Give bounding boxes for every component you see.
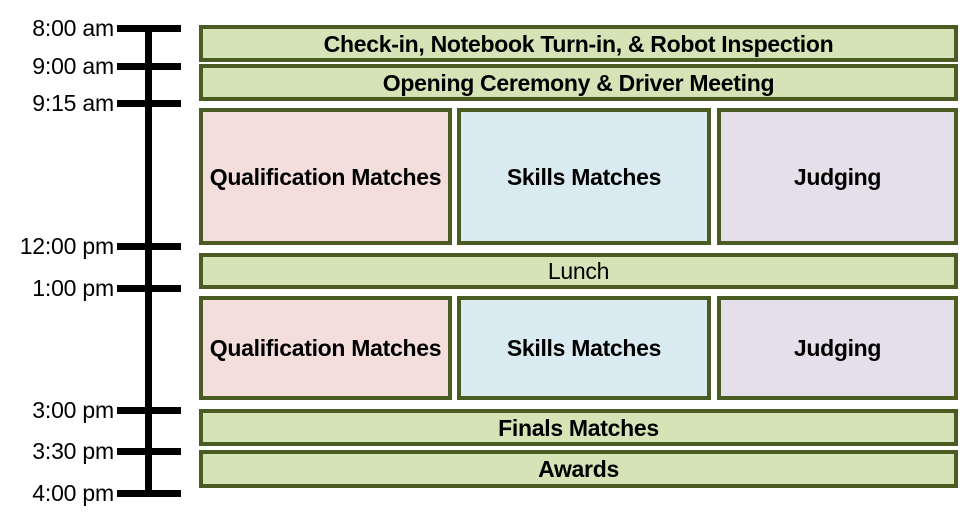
tick-mark-0900am: [117, 63, 181, 70]
time-label-0900am: 9:00 am: [32, 53, 114, 79]
schedule-block-judging-morning-label: Judging: [793, 163, 882, 190]
schedule-block-finals-matches[interactable]: Finals Matches: [199, 409, 958, 446]
tick-mark-0330pm: [117, 448, 181, 455]
schedule-block-checkin[interactable]: Check-in, Notebook Turn-in, & Robot Insp…: [199, 25, 958, 62]
schedule-block-qualification-matches-morning-label: Qualification Matches: [209, 163, 442, 190]
tick-mark-0400pm: [117, 490, 181, 497]
schedule-block-awards[interactable]: Awards: [199, 450, 958, 488]
tick-mark-0300pm: [117, 407, 181, 414]
schedule-block-judging-morning[interactable]: Judging: [717, 108, 958, 245]
timeline-axis-spine: [145, 25, 152, 491]
tick-mark-0800am: [117, 25, 181, 32]
time-label-0100pm: 1:00 pm: [32, 275, 114, 301]
tick-mark-0915am: [117, 100, 181, 107]
time-label-0915am: 9:15 am: [32, 90, 114, 116]
schedule-block-checkin-label: Check-in, Notebook Turn-in, & Robot Insp…: [323, 30, 834, 57]
schedule-block-opening-ceremony-label: Opening Ceremony & Driver Meeting: [382, 69, 775, 96]
schedule-block-judging-afternoon-label: Judging: [793, 335, 882, 361]
schedule-block-skills-matches-morning-label: Skills Matches: [506, 163, 662, 190]
schedule-block-qualification-matches-afternoon-label: Qualification Matches: [209, 335, 442, 361]
schedule-block-judging-afternoon[interactable]: Judging: [717, 296, 958, 400]
schedule-block-finals-matches-label: Finals Matches: [498, 414, 659, 441]
schedule-block-qualification-matches-afternoon[interactable]: Qualification Matches: [199, 296, 452, 400]
tick-mark-1200pm: [117, 243, 181, 250]
time-label-0330pm: 3:30 pm: [32, 438, 114, 464]
schedule-block-lunch[interactable]: Lunch: [199, 253, 958, 289]
schedule-block-qualification-matches-morning[interactable]: Qualification Matches: [199, 108, 452, 245]
schedule-block-opening-ceremony[interactable]: Opening Ceremony & Driver Meeting: [199, 64, 958, 101]
time-label-0800am: 8:00 am: [32, 15, 114, 41]
schedule-block-awards-label: Awards: [538, 456, 619, 482]
tick-mark-0100pm: [117, 285, 181, 292]
time-label-1200pm: 12:00 pm: [19, 233, 115, 259]
schedule-block-skills-matches-afternoon-label: Skills Matches: [506, 335, 662, 361]
time-label-0400pm: 4:00 pm: [32, 480, 114, 506]
schedule-block-skills-matches-morning[interactable]: Skills Matches: [457, 108, 711, 245]
schedule-block-lunch-label: Lunch: [547, 258, 610, 284]
time-label-0300pm: 3:00 pm: [32, 397, 114, 423]
schedule-block-skills-matches-afternoon[interactable]: Skills Matches: [457, 296, 711, 400]
